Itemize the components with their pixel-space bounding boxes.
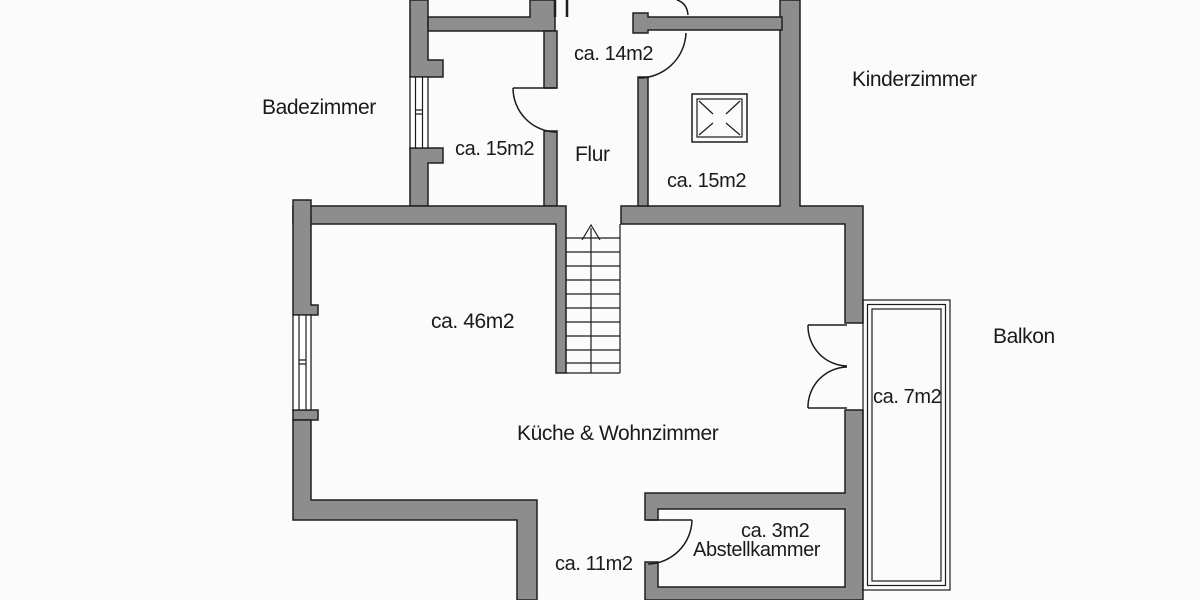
staircase bbox=[566, 223, 621, 374]
door-abstellkammer bbox=[647, 519, 693, 565]
window-wohnzimmer bbox=[292, 314, 312, 411]
room-label-flur: Flur bbox=[575, 143, 610, 166]
wall-room-top-right bbox=[632, 12, 783, 34]
wall-bath-right-upper bbox=[543, 30, 558, 89]
room-label-balkon: Balkon bbox=[993, 325, 1055, 348]
wall-left-outer-top bbox=[409, 0, 444, 78]
wall-living-left-lower bbox=[292, 419, 538, 600]
door-kinderzimmer bbox=[638, 0, 689, 79]
stair-treads bbox=[566, 237, 620, 374]
doors bbox=[512, 0, 848, 565]
wall-bath-right-lower bbox=[543, 130, 558, 207]
area-label-room-14: ca. 14m2 bbox=[574, 43, 654, 65]
area-label-flur-unten: ca. 11m2 bbox=[555, 553, 633, 575]
wall-living-left-jamb bbox=[292, 409, 319, 421]
wall-main-band-left bbox=[292, 205, 567, 374]
door-badezimmer bbox=[512, 87, 558, 133]
wall-flur-right bbox=[637, 76, 649, 207]
area-label-badezimmer: ca. 15m2 bbox=[455, 138, 535, 160]
area-label-balkon: ca. 7m2 bbox=[873, 386, 942, 408]
area-label-abstellkammer: ca. 3m2 bbox=[741, 520, 810, 542]
door-balkon-french bbox=[807, 324, 848, 409]
room-label-abstellkammer: Abstellkammer bbox=[693, 539, 821, 561]
wall-bath-top bbox=[427, 0, 556, 32]
balcony-railing bbox=[862, 299, 951, 591]
wall-main-band-right bbox=[620, 0, 864, 324]
room-label-badezimmer: Badezimmer bbox=[262, 96, 376, 119]
area-label-wohnbereich: ca. 46m2 bbox=[431, 310, 515, 333]
room-label-kinderzimmer: Kinderzimmer bbox=[852, 68, 977, 91]
wall-left-outer-below-window bbox=[409, 147, 444, 207]
windows bbox=[292, 76, 429, 411]
stair-up-arrow bbox=[581, 223, 601, 241]
room-label-wohnbereich: Küche & Wohnzimmer bbox=[517, 422, 719, 445]
skylight-symbol bbox=[691, 93, 748, 143]
area-label-kinderzimmer: ca. 15m2 bbox=[667, 170, 747, 192]
wall-abstellkammer bbox=[644, 409, 864, 600]
walls bbox=[292, 0, 864, 600]
window-badezimmer bbox=[409, 76, 429, 149]
